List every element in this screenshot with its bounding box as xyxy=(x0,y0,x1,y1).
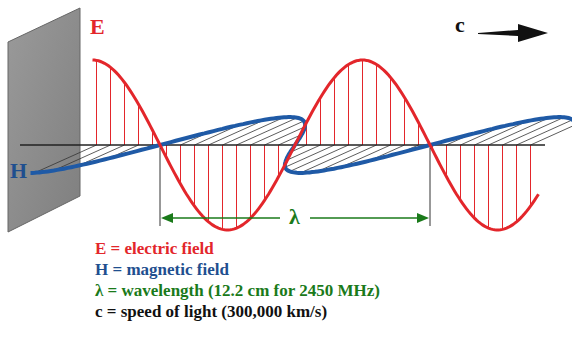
hatch-stroke xyxy=(222,145,223,229)
hatch-stroke xyxy=(530,145,531,206)
legend-text: E = electric field xyxy=(95,240,214,257)
wavelength-tick xyxy=(160,148,161,226)
hatch-stroke xyxy=(516,145,517,222)
hatch-stroke xyxy=(446,145,447,177)
speed-symbol: c xyxy=(455,14,465,36)
wavelength-arrowhead xyxy=(161,213,173,223)
propagation-axis xyxy=(20,144,545,146)
hatch-stroke xyxy=(334,77,335,145)
hatch-stroke xyxy=(194,145,195,206)
wavelength-symbol: λ xyxy=(287,206,302,228)
hatch-stroke xyxy=(320,97,321,145)
wavelength-tick xyxy=(430,148,431,226)
hatch-stroke xyxy=(376,64,377,145)
hatch-stroke xyxy=(404,97,405,145)
hatch-stroke xyxy=(124,82,125,145)
hatch-stroke xyxy=(531,125,572,145)
hatch-stroke xyxy=(460,145,461,200)
hatch-stroke xyxy=(208,145,209,222)
field-symbol: H xyxy=(10,160,27,182)
wavelength-arrowhead xyxy=(417,213,429,223)
hatch-stroke xyxy=(138,104,139,145)
legend-text: H = magnetic field xyxy=(95,261,229,278)
hatch-stroke xyxy=(96,60,97,145)
legend-text: c = speed of light (300,000 km/s) xyxy=(95,303,327,320)
hatch-stroke xyxy=(362,60,363,145)
hatch-stroke xyxy=(180,145,181,184)
hatch-stroke xyxy=(250,145,251,218)
source-plane xyxy=(8,8,80,232)
magnetic-wave xyxy=(31,117,572,173)
hatch-stroke xyxy=(474,145,475,218)
hatch-stroke xyxy=(488,145,489,228)
hatch-stroke xyxy=(348,64,349,145)
wavelength-line xyxy=(170,217,280,219)
hatch-stroke xyxy=(264,145,265,200)
hatch-stroke xyxy=(502,145,503,229)
field-symbol: E xyxy=(90,16,105,38)
hatch-stroke xyxy=(390,77,391,145)
hatch-stroke xyxy=(278,145,279,177)
wavelength-line xyxy=(310,217,420,219)
hatch-stroke xyxy=(110,67,111,145)
hatch-stroke xyxy=(236,145,237,228)
legend-text: λ = wavelength (12.2 cm for 2450 MHz) xyxy=(95,282,380,299)
direction-arrow xyxy=(478,24,548,42)
electric-wave xyxy=(93,60,539,230)
